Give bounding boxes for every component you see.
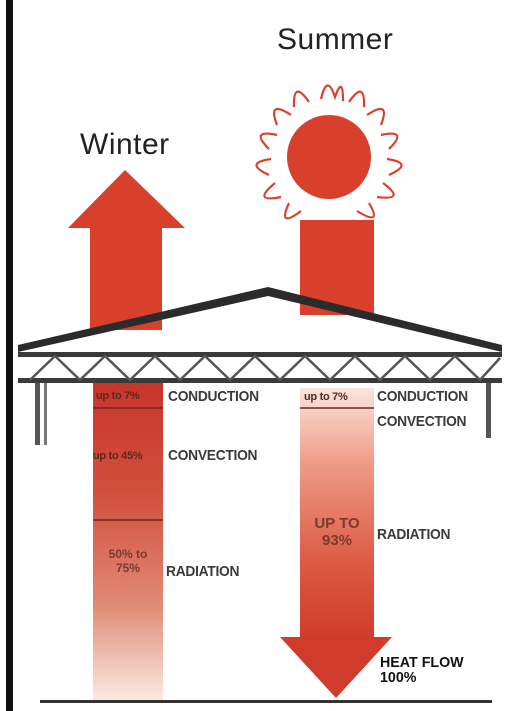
roof xyxy=(18,287,502,445)
summer-radiation-value-line1: UP TO xyxy=(314,515,360,532)
summer-down-arrow xyxy=(280,388,392,698)
winter-radiation-label: RADIATION xyxy=(166,563,240,580)
winter-label: Winter xyxy=(80,128,170,161)
summer-conduction-label: CONDUCTION xyxy=(377,388,468,405)
winter-radiation-value-line2: 75% xyxy=(115,560,141,575)
winter-conduction-label: CONDUCTION xyxy=(168,388,259,405)
summer-radiation-value: UP TO 93% xyxy=(302,515,372,550)
summer-radiation-value-line2: 93% xyxy=(321,532,353,550)
winter-up-arrow xyxy=(68,170,185,330)
floor-line xyxy=(40,700,492,703)
summer-convection-label: CONVECTION xyxy=(377,413,467,430)
summer-radiation-label: RADIATION xyxy=(377,526,451,543)
winter-convection-label: CONVECTION xyxy=(168,447,258,464)
winter-column xyxy=(93,383,163,700)
left-frame xyxy=(6,0,13,711)
winter-convection-value: up to 45% xyxy=(93,450,143,462)
winter-radiation-value: 50% to 75% xyxy=(95,547,161,576)
heat-flow-line1: HEAT FLOW xyxy=(380,654,464,671)
summer-conduction-value: up to 7% xyxy=(304,391,348,403)
summer-label: Summer xyxy=(277,23,394,56)
winter-radiation-value-line1: 50% to xyxy=(108,547,148,561)
heat-flow-line2: 100% xyxy=(380,669,417,686)
heat-flow-label: HEAT FLOW 100% xyxy=(380,655,464,685)
sun-icon xyxy=(255,84,403,220)
winter-conduction-value: up to 7% xyxy=(96,390,140,402)
